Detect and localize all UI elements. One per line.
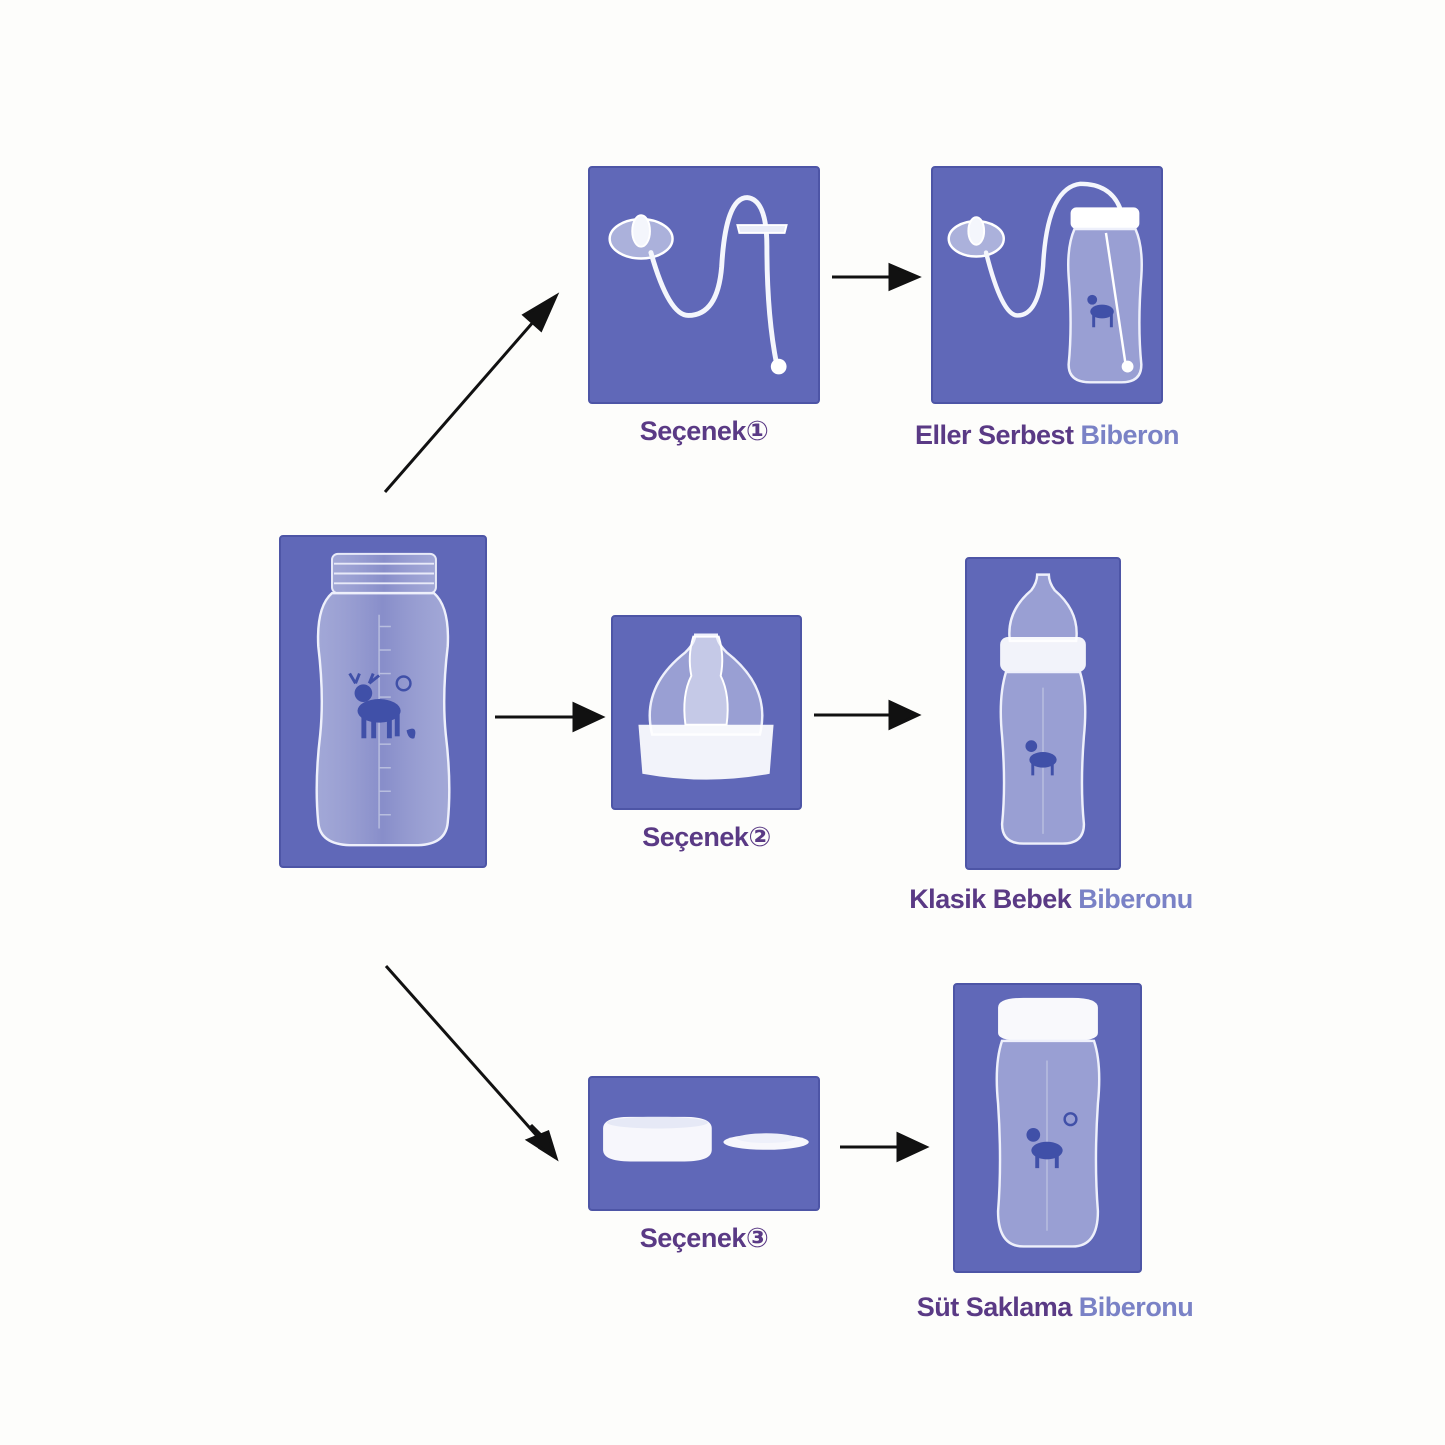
glass-bottle-icon: [315, 552, 451, 847]
result-3-panel: [953, 983, 1142, 1273]
classic-baby-bottle-icon: [999, 573, 1087, 845]
option-2-caption: Seçenek②: [642, 822, 771, 852]
result-1-panel: [931, 166, 1163, 404]
option-3-caption: Seçenek③: [639, 1223, 769, 1253]
milk-storage-bottle-icon: [995, 997, 1101, 1248]
deer-icon: [1087, 294, 1114, 328]
storage-lid-icon: [603, 1116, 809, 1162]
result-1-caption: Eller Serbest Biberon: [886, 420, 1208, 451]
option-2-panel: [611, 615, 802, 810]
option-3-panel: [588, 1076, 820, 1211]
result-3-caption-main: Süt Saklama: [916, 1292, 1073, 1322]
hands-free-bottle-icon: [947, 181, 1143, 384]
result-3-caption: Süt Saklama Biberonu: [890, 1292, 1220, 1323]
straw-pacifier-icon: [608, 195, 788, 375]
arrow-to-option-1: [383, 304, 550, 493]
option-1-caption: Seçenek①: [639, 416, 769, 446]
deer-icon: [1025, 740, 1057, 776]
arrow-to-option-3: [384, 965, 547, 1146]
deer-icon: [348, 672, 416, 739]
result-2-caption-main: Klasik Bebek: [909, 884, 1072, 914]
option-1-panel: [588, 166, 820, 404]
result-2-panel: [965, 557, 1121, 870]
deer-icon: [1026, 1112, 1078, 1169]
source-bottle-panel: [279, 535, 487, 868]
nipple-cap-icon: [638, 633, 774, 780]
result-1-caption-main: Eller Serbest: [914, 420, 1074, 450]
result-2-caption-accent: Biberonu: [1078, 884, 1193, 914]
result-1-caption-accent: Biberon: [1080, 420, 1180, 450]
result-3-caption-accent: Biberonu: [1078, 1292, 1194, 1322]
result-2-caption: Klasik Bebek Biberonu: [886, 884, 1216, 915]
